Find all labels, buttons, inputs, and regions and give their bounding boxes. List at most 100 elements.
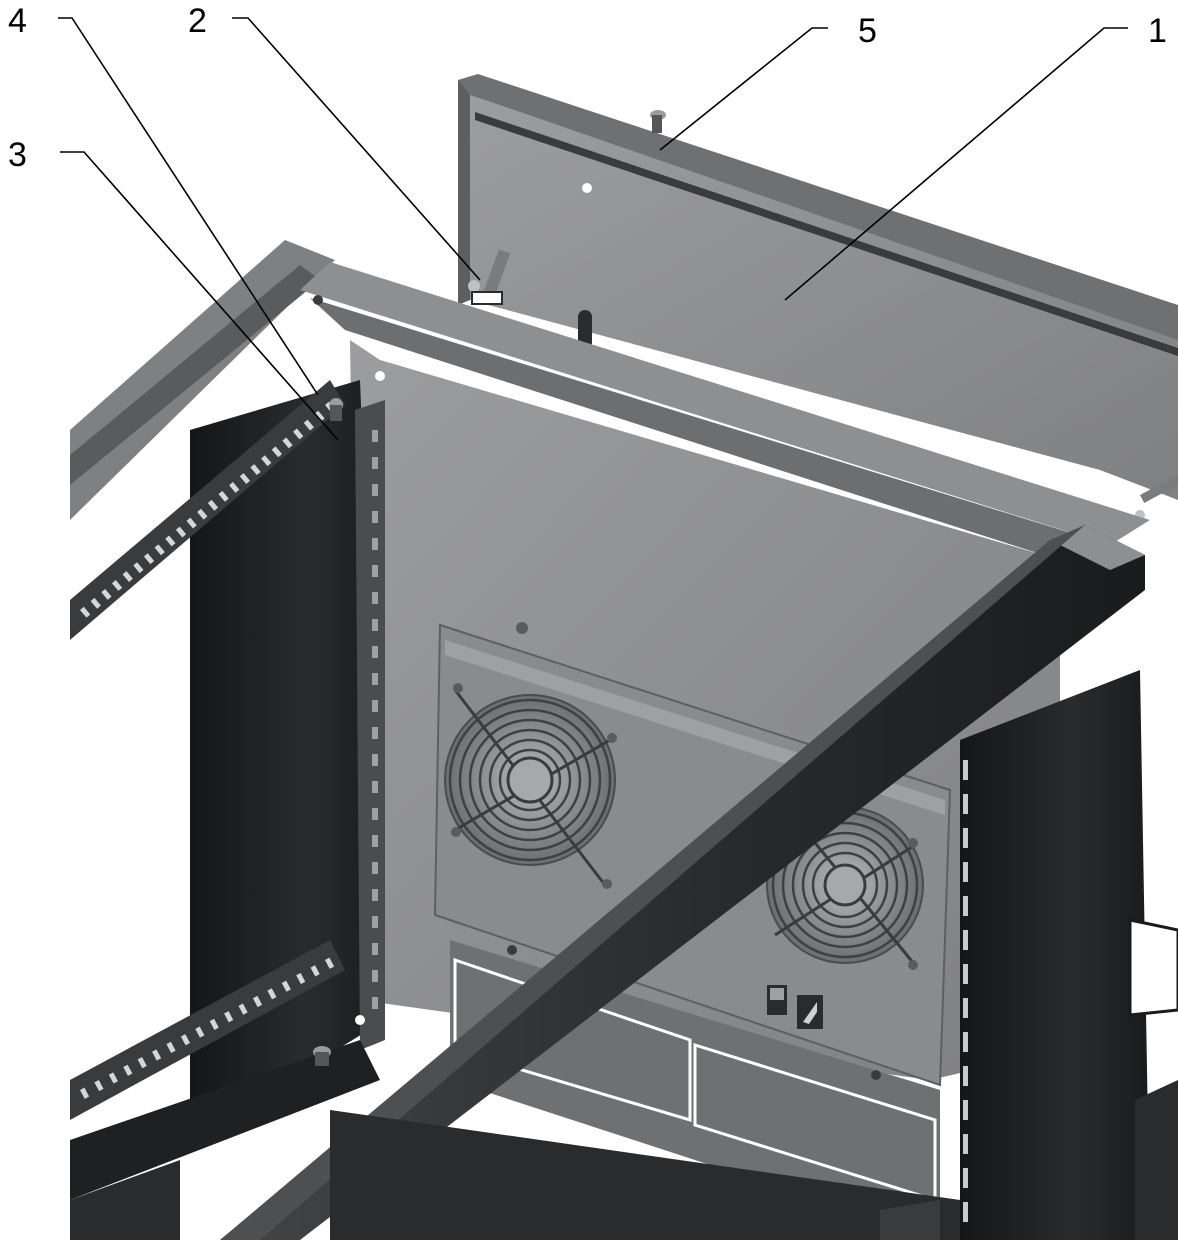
lower-rail-foot bbox=[70, 1160, 180, 1240]
rail-tooth bbox=[94, 1080, 104, 1092]
rail-tooth bbox=[296, 972, 306, 985]
frame-top-left-rail-shadow bbox=[70, 265, 320, 485]
rail-tooth bbox=[310, 965, 320, 977]
rail-tooth bbox=[80, 1087, 90, 1099]
rail-tooth bbox=[137, 1057, 147, 1069]
rail-screw bbox=[329, 398, 343, 421]
rail-tooth bbox=[314, 410, 325, 422]
lower-rail bbox=[70, 940, 345, 1120]
mounting-rail-teeth bbox=[80, 401, 336, 618]
fan-guard-ring bbox=[488, 738, 572, 822]
rail-tooth bbox=[252, 995, 263, 1008]
rail-tooth bbox=[101, 588, 112, 600]
frame-top-back-rail bbox=[300, 262, 1150, 545]
post-slot bbox=[372, 835, 378, 847]
power-switch bbox=[767, 985, 787, 1015]
rail-tooth bbox=[165, 535, 176, 547]
left-rack-post bbox=[70, 380, 385, 1140]
post-slot bbox=[963, 1100, 968, 1120]
lower-rail-teeth bbox=[80, 957, 335, 1099]
post-slot bbox=[372, 673, 378, 685]
blanking-screw bbox=[871, 1070, 881, 1080]
lid-hole bbox=[582, 183, 592, 193]
rail-tooth bbox=[186, 517, 197, 529]
post-slot bbox=[372, 727, 378, 739]
frame-top-back-rail-lower bbox=[310, 298, 1110, 570]
right-post-lower bbox=[1135, 1080, 1178, 1240]
callout-4: 4 bbox=[8, 2, 27, 40]
rail-tooth bbox=[324, 957, 335, 969]
fan-guard-ring bbox=[801, 841, 889, 929]
rail-tooth bbox=[143, 553, 155, 565]
post-slot bbox=[372, 889, 378, 901]
callout-3: 3 bbox=[8, 136, 27, 174]
post-slot bbox=[372, 646, 378, 658]
rail-tooth bbox=[154, 544, 165, 556]
diagonal-bar-top bbox=[1050, 525, 1145, 570]
right-post-slots bbox=[963, 760, 968, 1222]
post-slot bbox=[372, 565, 378, 577]
lid-screw bbox=[650, 110, 666, 133]
frame-screw-hole bbox=[313, 295, 323, 305]
post-slot bbox=[963, 964, 968, 984]
leader-line-1 bbox=[784, 27, 1128, 301]
post-slot bbox=[963, 930, 968, 950]
diagonal-front-bar bbox=[220, 525, 1145, 1240]
rail-tooth bbox=[229, 482, 240, 493]
blanking-screw bbox=[507, 945, 517, 955]
post-slot bbox=[963, 760, 968, 780]
blanking-cutout-left bbox=[453, 957, 692, 1123]
post-slot bbox=[372, 781, 378, 793]
right-rack-post bbox=[960, 670, 1178, 1240]
hinge-pin bbox=[468, 249, 511, 305]
leader-line-5 bbox=[659, 27, 828, 151]
rail-tooth bbox=[195, 1026, 205, 1038]
callout-5: 5 bbox=[858, 12, 877, 50]
rail-tooth bbox=[224, 1011, 234, 1023]
lid-left-edge bbox=[458, 80, 470, 305]
post-slot bbox=[963, 1168, 968, 1188]
callout-2: 2 bbox=[188, 2, 207, 40]
rail-tooth bbox=[108, 1072, 118, 1084]
fan-guard-ring bbox=[781, 821, 909, 949]
left-post-edge bbox=[355, 400, 385, 1050]
leader-line-2 bbox=[232, 17, 481, 281]
rail-tooth bbox=[175, 526, 187, 538]
post-slot bbox=[963, 1066, 968, 1086]
base-rail bbox=[330, 1110, 960, 1240]
top-lid-panel bbox=[458, 74, 1178, 520]
post-slot bbox=[963, 862, 968, 882]
post-slot bbox=[963, 1032, 968, 1052]
diagonal-bar-edge bbox=[220, 525, 1085, 1240]
leader-lines bbox=[58, 17, 1128, 441]
post-slot bbox=[372, 754, 378, 766]
post-slot bbox=[963, 1202, 968, 1222]
fan-guard-ring bbox=[468, 718, 592, 842]
callout-1: 1 bbox=[1148, 12, 1167, 50]
rail-tooth bbox=[281, 980, 291, 992]
cabinet-top-frame bbox=[70, 240, 1150, 570]
rail-tooth bbox=[238, 1003, 248, 1015]
rail-tooth bbox=[133, 562, 144, 574]
post-slot bbox=[963, 828, 968, 848]
rail-tooth bbox=[180, 1034, 190, 1046]
post-slot bbox=[372, 943, 378, 955]
rail-tooth bbox=[271, 446, 282, 458]
post-slot bbox=[963, 794, 968, 814]
rail-tooth bbox=[209, 1018, 219, 1031]
post-slot bbox=[372, 430, 378, 442]
socket-icon bbox=[797, 995, 823, 1029]
rail-tooth bbox=[261, 455, 272, 467]
post-slot bbox=[372, 862, 378, 874]
bottom-base bbox=[330, 1110, 960, 1240]
fan-guard-ring bbox=[448, 698, 612, 862]
post-slot bbox=[963, 1134, 968, 1154]
lower-left-rails bbox=[70, 940, 380, 1240]
post-slot bbox=[372, 511, 378, 523]
fan-guard-ring bbox=[478, 728, 582, 832]
back-panel-hole bbox=[375, 371, 385, 381]
rail-tooth bbox=[166, 1041, 176, 1053]
post-slot bbox=[372, 484, 378, 496]
post-slot bbox=[372, 700, 378, 712]
